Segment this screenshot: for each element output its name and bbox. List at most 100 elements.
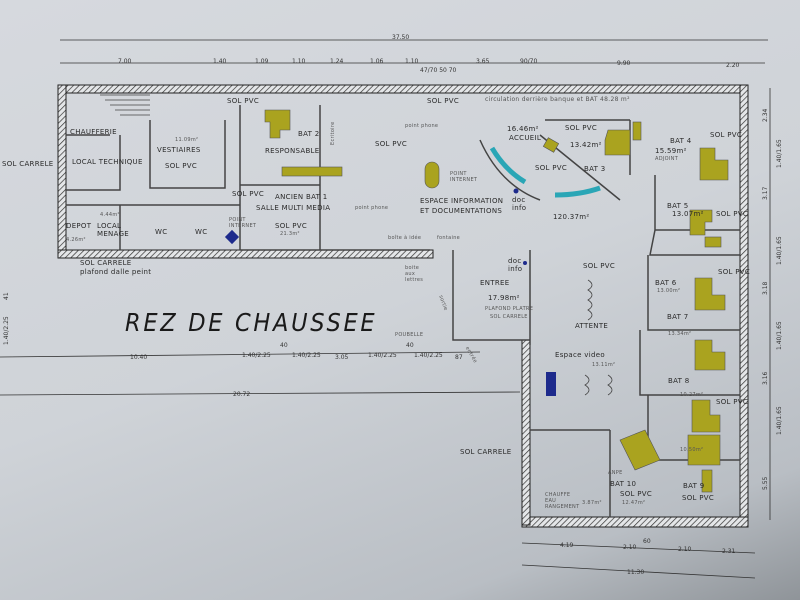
hall-floor-2: SOL PVC (427, 97, 460, 105)
room-accueil: ACCUEIL (509, 134, 542, 142)
room-bat3: BAT 3 (584, 165, 606, 173)
dim-top-15: 90/70 (520, 58, 538, 65)
point-internet-label-2: POINT INTERNET (450, 171, 478, 183)
doc-info-marker (513, 188, 519, 194)
espace-info-line1: ESPACE INFORMATION (420, 197, 504, 205)
room-bat8: BAT 8 (668, 377, 690, 385)
exterior-floor: SOL CARRELE (80, 259, 132, 267)
dim-top-4: 1.09 (255, 58, 269, 65)
dim-bottom-left-8: 87 (455, 354, 463, 361)
dim-bottom-left-total: 20.72 (233, 391, 251, 398)
dim-right-2: 3.17 (762, 186, 769, 200)
hall-area: 120.37m² (553, 213, 590, 221)
room-bat6: BAT 6 (655, 279, 677, 287)
vestiaires-floor: SOL PVC (165, 162, 198, 170)
dim-bottom-right-4: 2.31 (722, 548, 736, 555)
dim-bottom-left-3: 1.40/2.25 (292, 352, 321, 359)
room-chaufferie: CHAUFFERIE (70, 128, 117, 136)
room-responsable: RESPONSABLE (265, 147, 320, 155)
anpe-label: ANPE (608, 470, 623, 476)
dim-total-top: 37.50 (392, 34, 410, 41)
room-bat5: BAT 5 (667, 202, 689, 210)
dim-bottom-right-2: 60 (643, 538, 651, 545)
dim-right-0: 2.34 (762, 108, 769, 122)
bat9-floor: SOL PVC (682, 494, 715, 502)
bat10-floor: SOL PVC (620, 490, 653, 498)
point-phone-label-2: point phone (405, 123, 439, 129)
dim-bottom-left-6: 40 (406, 342, 414, 349)
plafond-dalle-label: plafond dalle peint (80, 268, 152, 276)
depot-area: 4.26m² (66, 237, 86, 243)
dim-right-6: 3.16 (762, 371, 769, 385)
fontaine-label: fontaine (437, 235, 461, 241)
point-internet-label: POINT INTERNET (229, 217, 257, 229)
dim-right-8: 5.55 (762, 476, 769, 490)
room-espace-video: Espace video (555, 351, 605, 359)
room-bat9: BAT 9 (683, 482, 705, 490)
bat4-floor: SOL PVC (710, 131, 743, 139)
hall-floor: SOL PVC (375, 140, 408, 148)
bat9-area: 10.50m² (680, 447, 704, 453)
bat5-area: 13.07m² (672, 210, 704, 218)
dim-bottom-left-4: 3.05 (335, 354, 349, 361)
plafond-platre-label: PLAFOND PLATRE (485, 306, 534, 312)
corridor-floor: SOL PVC (227, 97, 260, 105)
reception-counter-glass-2 (554, 185, 601, 198)
bat7-area: 13.34m² (668, 331, 692, 337)
circulation-label: circulation derrière banque et BAT 48.28… (485, 96, 630, 103)
dim-bottom-right-1: 2.10 (623, 544, 637, 551)
room-bat2: BAT 2 (298, 130, 320, 138)
exterior-walls (57, 84, 749, 528)
dim-bottom-right-0: 4.19 (560, 542, 574, 549)
entree-area: 17.98m² (488, 294, 520, 302)
dim-right-5: 1.40/1.65 (776, 321, 783, 350)
ecritoire-label: Ecritoire (330, 121, 336, 145)
bat5-floor: SOL PVC (716, 210, 749, 218)
bat10-area: 12.47m² (622, 500, 646, 506)
dim-left-1: 41 (3, 292, 10, 300)
bat4-area: 15.59m² (655, 147, 687, 155)
left-floor-label: SOL CARRELE (2, 160, 54, 168)
room-wc-2: WC (195, 228, 208, 236)
dim-top-13: 47/70 50 70 (420, 67, 457, 74)
doc-info-label: doc info (512, 196, 527, 212)
salle-floor: SOL PVC (232, 190, 265, 198)
room-depot: DEPOT (66, 222, 92, 230)
dim-bottom-right-3: 2.10 (678, 546, 692, 553)
dim-bottom-left-1: 1.40/2.25 (242, 352, 271, 359)
page-title: REZ DE CHAUSSEE (125, 308, 378, 337)
room-attente: ATTENTE (575, 322, 609, 330)
dim-right-4: 3.18 (762, 281, 769, 295)
bat3-area: 13.42m² (570, 141, 602, 149)
chauffe-eau-label: CHAUFFE EAU RANGEMENT (545, 492, 580, 510)
dim-bottom-left-5: 1.40/2.25 (368, 352, 397, 359)
reception-counter-glass (489, 146, 527, 185)
dim-left-0: 1.40/2.25 (3, 316, 10, 345)
dim-right-3: 1.40/1.65 (776, 236, 783, 265)
boite-lettres-label: boite aux lettres (405, 265, 424, 283)
dim-top-17: 2.20 (726, 62, 740, 69)
adjoint-label: ADJOINT (655, 156, 679, 162)
bat3-floor: SOL PVC (535, 164, 568, 172)
dimension-lines (0, 39, 771, 579)
dim-top-8: 1.24 (330, 58, 344, 65)
point-internet-marker (224, 229, 240, 245)
room-salle-multi-media: SALLE MULTI MEDIA (256, 204, 331, 212)
dim-right-7: 1.40/1.65 (776, 406, 783, 435)
local-menage-area: 4.44m² (100, 212, 120, 218)
bat8-floor: SOL PVC (716, 398, 749, 406)
staircase (100, 94, 150, 116)
accueil-area: 16.46m² (507, 125, 539, 133)
bat6-floor: SOL PVC (718, 268, 751, 276)
bat8-area: 10.27m² (680, 392, 704, 398)
room-entree: ENTREE (480, 279, 510, 287)
chauffe-eau-area: 3.87m² (582, 500, 602, 506)
boite-idee-label: boîte à idée (388, 235, 422, 241)
dim-bottom-left-0: 10.40 (130, 354, 148, 361)
doc-info-marker-2 (523, 261, 527, 265)
dim-bottom-left-7: 1.40/2.25 (414, 352, 443, 359)
bat6-area: 13.00m² (657, 288, 681, 294)
room-local-menage: LOCAL MENAGE (97, 222, 130, 238)
entree-floor: SOL CARRELE (490, 314, 528, 320)
